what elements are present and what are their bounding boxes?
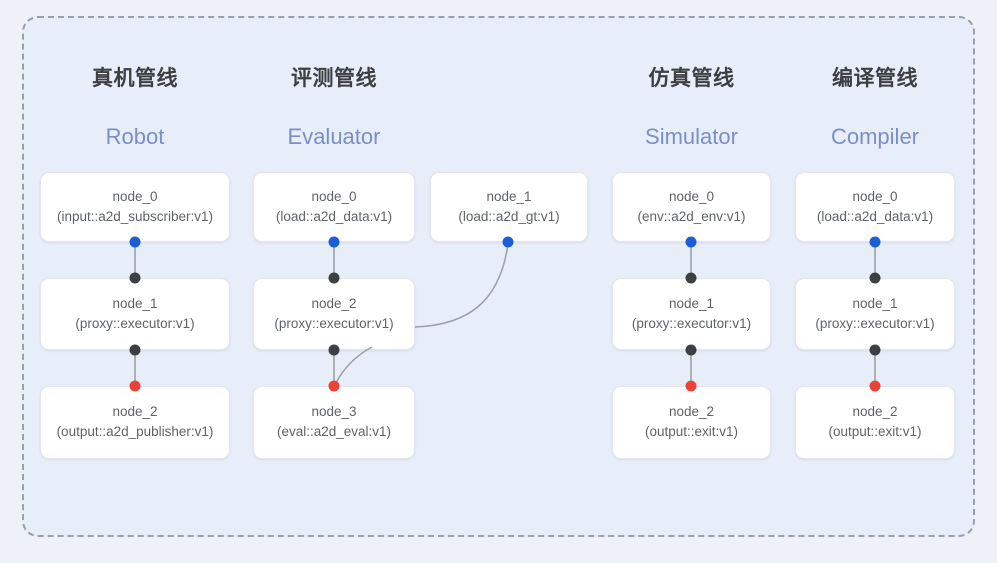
column-subtitle-simulator: Simulator bbox=[645, 124, 738, 149]
node-type-label: (output::exit:v1) bbox=[828, 424, 922, 439]
node-simulator-0[interactable]: node_0 (env::a2d_env:v1) bbox=[612, 172, 771, 242]
port-output-compiler-node1[interactable] bbox=[869, 344, 881, 356]
port-input-simulator-node1[interactable] bbox=[685, 272, 697, 284]
column-title-simulator: 仿真管线 bbox=[648, 67, 735, 90]
port-output-compiler-node0[interactable] bbox=[869, 236, 881, 248]
node-type-label: (proxy::executor:v1) bbox=[274, 315, 394, 331]
column-subtitle-evaluator: Evaluator bbox=[287, 124, 381, 149]
node-robot-2[interactable]: node_2 (output::a2d_publisher:v1) bbox=[40, 386, 230, 459]
column-title-compiler: 编译管线 bbox=[832, 67, 918, 90]
port-output-simulator-node1[interactable] bbox=[685, 344, 697, 356]
port-input-compiler-node2[interactable] bbox=[869, 380, 881, 392]
node-label: node_0 bbox=[852, 188, 898, 204]
column-title-robot: 真机管线 bbox=[92, 67, 178, 90]
port-output-evaluator-node0[interactable] bbox=[328, 236, 340, 248]
node-label: node_1 bbox=[112, 295, 158, 311]
node-label: node_1 bbox=[852, 295, 898, 311]
node-label: node_1 bbox=[668, 295, 715, 311]
column-subtitle-robot: Robot bbox=[105, 124, 165, 149]
node-type-label: (proxy::executor:v1) bbox=[631, 315, 752, 331]
port-input-evaluator-node2[interactable] bbox=[328, 272, 340, 284]
node-label: node_3 bbox=[311, 404, 357, 420]
node-label: node_2 bbox=[112, 404, 158, 420]
node-compiler-0[interactable]: node_0 (load::a2d_data:v1) bbox=[795, 172, 955, 242]
node-evaluator-0[interactable]: node_0 (load::a2d_data:v1) bbox=[253, 172, 415, 242]
port-input-robot-node1[interactable] bbox=[129, 272, 141, 284]
port-output-robot-node1[interactable] bbox=[129, 344, 141, 356]
node-evaluator-1[interactable]: node_1 (load::a2d_gt:v1) bbox=[430, 172, 588, 242]
node-compiler-2[interactable]: node_2 (output::exit:v1) bbox=[795, 386, 955, 459]
node-label: node_0 bbox=[311, 188, 357, 204]
node-label: node_2 bbox=[311, 295, 357, 311]
column-subtitle-compiler: Compiler bbox=[830, 124, 920, 149]
node-type-label: (output::exit:v1) bbox=[644, 424, 739, 439]
node-label: node_1 bbox=[486, 188, 532, 204]
node-type-label: (eval::a2d_eval:v1) bbox=[276, 424, 392, 439]
node-type-label: (load::a2d_data:v1) bbox=[816, 208, 934, 224]
node-label: node_0 bbox=[112, 188, 158, 204]
node-robot-0[interactable]: node_0 (input::a2d_subscriber:v1) bbox=[40, 172, 230, 242]
node-evaluator-2[interactable]: node_2 (proxy::executor:v1) bbox=[253, 278, 415, 350]
port-input-robot-node2[interactable] bbox=[129, 380, 141, 392]
node-type-label: (load::a2d_data:v1) bbox=[275, 208, 393, 224]
node-type-label: (input::a2d_subscriber:v1) bbox=[56, 208, 214, 224]
node-type-label: (output::a2d_publisher:v1) bbox=[56, 424, 214, 439]
node-type-label: (proxy::executor:v1) bbox=[815, 315, 935, 331]
port-output-evaluator-node1[interactable] bbox=[502, 236, 514, 248]
column-title-evaluator: 评测管线 bbox=[291, 67, 377, 90]
node-simulator-1[interactable]: node_1 (proxy::executor:v1) bbox=[612, 278, 771, 350]
port-input-compiler-node1[interactable] bbox=[869, 272, 881, 284]
node-label: node_0 bbox=[668, 188, 715, 204]
port-output-simulator-node0[interactable] bbox=[685, 236, 697, 248]
node-type-label: (load::a2d_gt:v1) bbox=[458, 208, 560, 224]
node-label: node_2 bbox=[668, 404, 715, 420]
node-type-label: (proxy::executor:v1) bbox=[75, 315, 195, 331]
node-label: node_2 bbox=[852, 404, 898, 420]
port-output-robot-node0[interactable] bbox=[129, 236, 141, 248]
port-input-evaluator-node3[interactable] bbox=[328, 380, 340, 392]
port-output-evaluator-node2[interactable] bbox=[328, 344, 340, 356]
node-evaluator-3[interactable]: node_3 (eval::a2d_eval:v1) bbox=[253, 386, 415, 459]
node-robot-1[interactable]: node_1 (proxy::executor:v1) bbox=[40, 278, 230, 350]
node-type-label: (env::a2d_env:v1) bbox=[637, 208, 746, 224]
node-compiler-1[interactable]: node_1 (proxy::executor:v1) bbox=[795, 278, 955, 350]
port-input-simulator-node2[interactable] bbox=[685, 380, 697, 392]
node-simulator-2[interactable]: node_2 (output::exit:v1) bbox=[612, 386, 771, 459]
